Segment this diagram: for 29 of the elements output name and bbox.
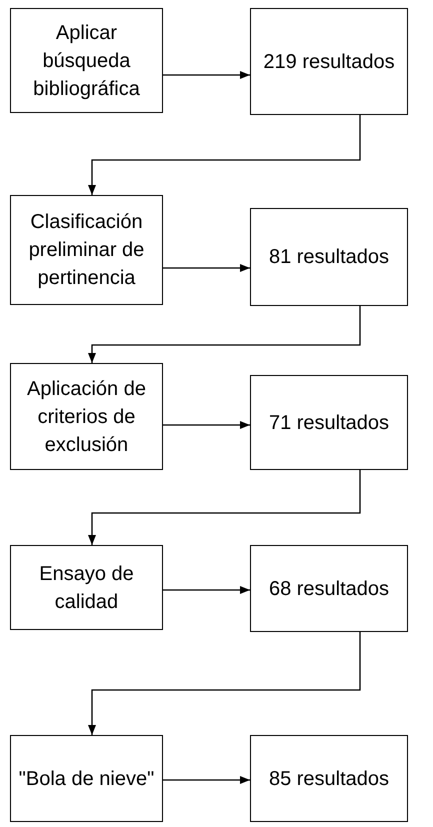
arrow: [163, 264, 250, 272]
box-text: 85 resultados: [268, 766, 390, 792]
arrow: [163, 776, 250, 784]
process-box: [250, 375, 408, 470]
box-text: 68 resultados: [268, 576, 390, 602]
box-text: Ensayo de calidad: [38, 562, 135, 614]
arrow: [88, 632, 361, 735]
arrow: [163, 71, 250, 79]
process-box: [250, 208, 408, 306]
box-text: 81 resultados: [268, 245, 390, 270]
arrow: [163, 586, 250, 594]
box-text: "Bola de nieve": [18, 766, 154, 792]
process-box: [10, 545, 163, 630]
box-text: Aplicar búsqueda bibliográfica: [32, 20, 141, 102]
box-text: 219 resultados: [263, 50, 395, 74]
box-text: Aplicación de criterios de exclusión: [26, 376, 147, 458]
process-box: [10, 735, 163, 822]
arrow: [88, 115, 361, 195]
box-text: Clasificación preliminar de pertinencia: [28, 210, 146, 291]
arrow: [163, 421, 250, 429]
process-box: [10, 195, 163, 305]
arrow: [88, 306, 361, 363]
arrow: [88, 470, 361, 545]
box-text: 71 resultados: [268, 410, 390, 436]
process-box: [10, 8, 163, 113]
process-box: [10, 363, 163, 470]
process-box: [250, 8, 408, 115]
process-box: [250, 545, 408, 632]
process-box: [250, 735, 408, 822]
